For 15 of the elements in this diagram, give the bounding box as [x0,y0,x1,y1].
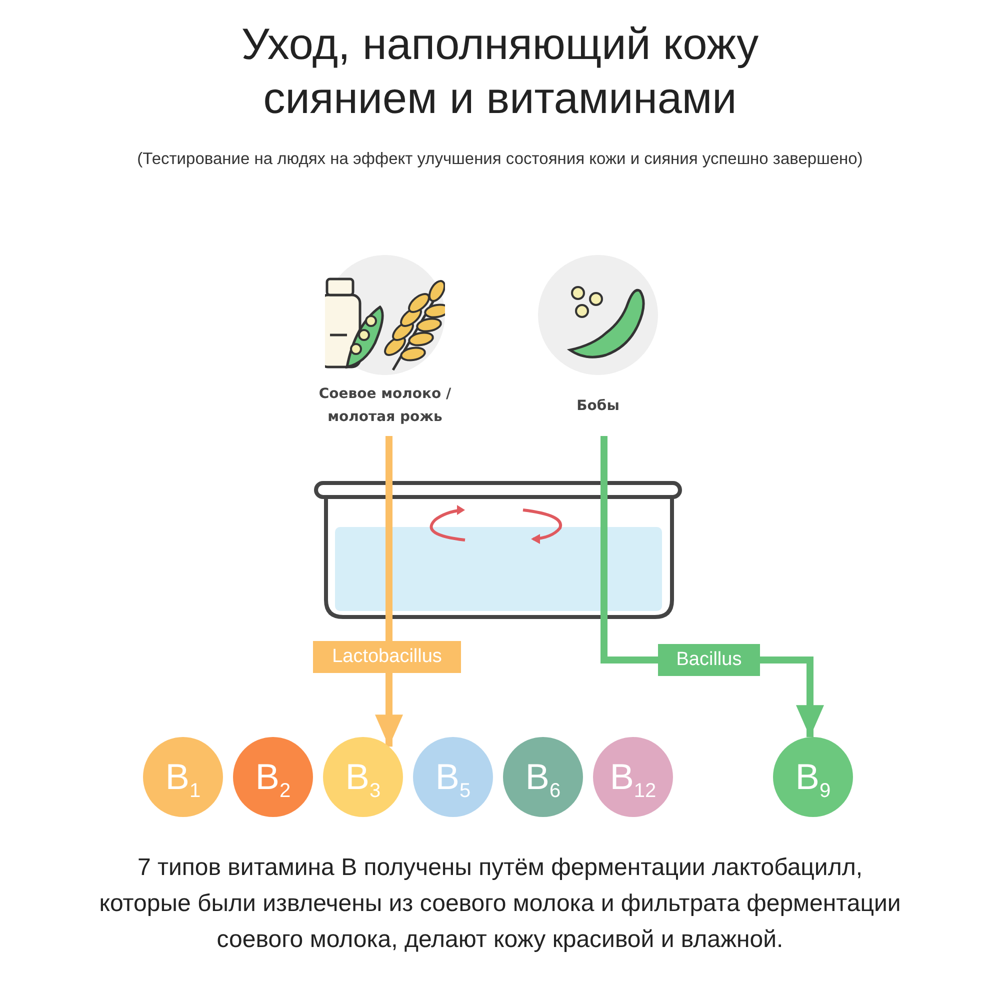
edge-label: Bacillus [658,644,760,676]
title: Уход, наполняющий кожу сиянием и витаминами [240,19,760,125]
description-paragraph: 7 типов витамина В получены путём ферментации лактобацилл, которые были извлечены из соевого молока и фильтрата ферментации соевого молока, делают кожу красивой и влажной. [98,853,902,955]
vitamin-circle: B$_{1}$ [143,737,223,817]
vitamin-circle: B$_{9}$ [773,737,853,817]
edge-label: Lactobacillus [313,641,461,673]
ingredient-label: Соевое молоко / молотая рожь [318,386,452,425]
vitamin-circle: B$_{3}$ [323,737,403,817]
arrow [375,436,403,747]
ingredient-label: Бобы [576,398,620,414]
vitamin-circle: B$_{5}$ [413,737,493,817]
subtitle-note: (Тестирование на людях на эффект улучшения состояния кожи и сияния успешно завершено) [136,150,864,169]
vitamin-circle: B$_{12}$ [593,737,673,817]
vitamin-circle: B$_{2}$ [233,737,313,817]
vitamin-circle: B$_{6}$ [503,737,583,817]
